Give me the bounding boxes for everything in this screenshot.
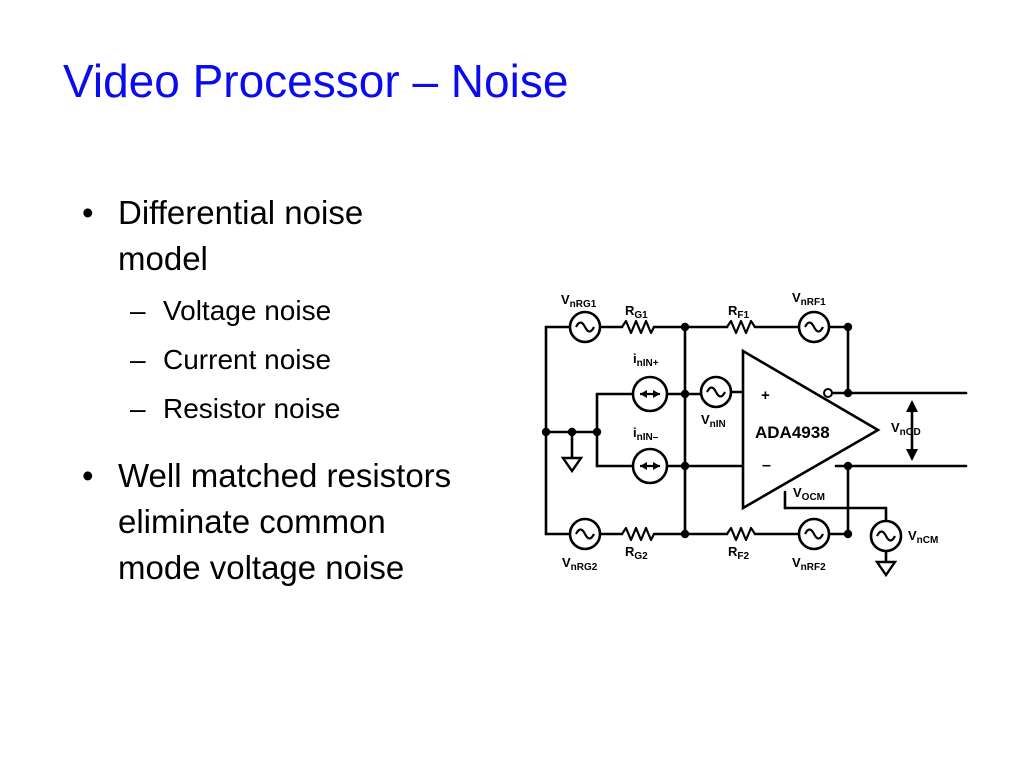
label-rf2: RF2 [728,544,749,562]
sub-bullet-text: Current noise [163,344,332,375]
label-vnrg1: VnRG1 [561,292,597,310]
sub-bullet-list: – Voltage noise – Current noise – Resist… [82,286,462,433]
slide-title: Video Processor – Noise [63,55,569,107]
label-vnin: VnIN [701,412,726,430]
bullet-list: • Differential noise model – Voltage noi… [82,190,462,591]
bullet-item: • Well matched resistors eliminate commo… [82,453,462,591]
label-rg2: RG2 [625,544,648,562]
label-inin-plus: inIN+ [633,351,659,369]
amp-name-label: ADA4938 [755,423,830,442]
label-vnrf1: VnRF1 [792,290,826,308]
label-inin-minus: inIN– [633,425,659,443]
sub-bullet-item: – Voltage noise [82,286,462,335]
sub-bullet-text: Resistor noise [163,393,341,424]
ground-icon [874,560,898,578]
plus-label: + [761,387,770,404]
label-vnrf2: VnRF2 [792,555,826,573]
sub-bullet-dash: – [130,295,146,326]
label-rg1: RG1 [625,303,648,321]
label-vncm: VnCM [908,528,938,546]
label-vocm: VOCM [793,485,825,503]
op-amp-ada4938 [741,348,881,511]
bullet-text: Differential noise model [118,194,364,277]
bullet-item: • Differential noise model [82,190,462,282]
label-vnrg2: VnRG2 [562,555,598,573]
label-rf1: RF1 [728,303,749,321]
sub-bullet-dash: – [130,344,146,375]
minus-label: – [762,457,771,474]
sub-bullet-item: – Resistor noise [82,384,462,433]
sub-bullet-dash: – [130,393,146,424]
bullet-dot: • [82,457,94,494]
sub-bullet-text: Voltage noise [163,295,332,326]
bullet-dot: • [82,194,94,231]
label-vnod: VnOD [891,420,921,438]
bullet-text: Well matched resistors eliminate common … [118,457,452,586]
ground-icon [560,456,584,474]
sub-bullet-item: – Current noise [82,335,462,384]
